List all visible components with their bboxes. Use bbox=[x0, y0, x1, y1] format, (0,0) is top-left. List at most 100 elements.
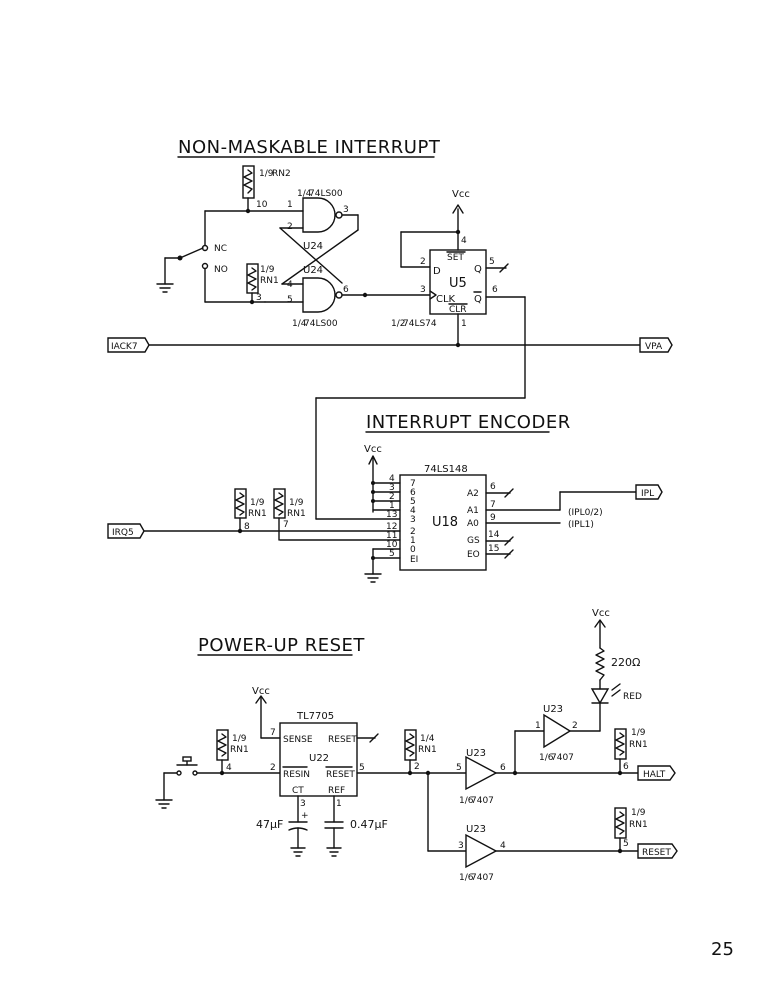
ground-symbol-encoder bbox=[364, 573, 382, 583]
junction-u5-vcc bbox=[455, 229, 461, 235]
buffer-u23-a-part: 7407 bbox=[471, 796, 494, 806]
flipflop-set: SET bbox=[447, 253, 464, 263]
encoder-input-wires bbox=[139, 482, 401, 575]
flipflop-clr: CLR bbox=[449, 305, 467, 315]
cap1-value: 47µF bbox=[256, 818, 283, 831]
supervisor-name: U22 bbox=[309, 753, 329, 764]
u5-vcc-label: Vcc bbox=[452, 189, 470, 200]
encoder-in-7: 7 bbox=[410, 479, 416, 489]
flipflop-part: 74LS74 bbox=[403, 319, 437, 329]
flipflop-clock-marker bbox=[429, 290, 437, 300]
u5-pin3: 3 bbox=[420, 285, 426, 295]
flipflop-d: D bbox=[433, 266, 441, 277]
resistor-rn1-enc-b bbox=[273, 488, 286, 541]
encoder-in-5: 5 bbox=[410, 497, 416, 507]
buffer-u23-c-in: 3 bbox=[458, 841, 464, 851]
led-red bbox=[590, 688, 610, 705]
iack7-connector bbox=[107, 337, 150, 353]
ipl02-label: (IPL0/2) bbox=[568, 508, 603, 518]
encoder-in-6: 6 bbox=[410, 488, 416, 498]
encoder-in-1: 1 bbox=[410, 536, 416, 546]
buffer-u23-c bbox=[465, 833, 498, 869]
buffer-u23-c-part: 7407 bbox=[471, 873, 494, 883]
led-label: RED bbox=[623, 692, 642, 702]
gate-bottom-pin5: 5 bbox=[287, 295, 293, 305]
buffer-u23-b-out: 2 bbox=[572, 721, 578, 731]
rn1-halt-fraction: 1/9 bbox=[631, 728, 646, 738]
buffer-u23-b-in: 1 bbox=[535, 721, 541, 731]
rn1-nmi-pin: 3 bbox=[256, 293, 262, 303]
rn1-enc-b-label: RN1 bbox=[287, 509, 306, 519]
supervisor-vcc-label: Vcc bbox=[252, 686, 270, 697]
encoder-pin-10: 10 bbox=[386, 540, 398, 550]
junction-enc-2 bbox=[371, 490, 375, 494]
ipl1-label: (IPL1) bbox=[568, 520, 594, 530]
led-ray-2 bbox=[611, 689, 621, 697]
supervisor-ct: CT bbox=[292, 786, 304, 796]
encoder-pin-1: 1 bbox=[389, 501, 395, 511]
reset-label: RESET bbox=[642, 848, 671, 858]
supervisor-resetn: RESET bbox=[326, 770, 355, 780]
gate-bottom-fraction: 1/4 bbox=[292, 319, 307, 329]
buffer-u23-a-in: 5 bbox=[456, 763, 462, 773]
irq5-connector bbox=[107, 523, 145, 539]
encoder-vcc-arrow bbox=[368, 455, 378, 465]
encoder-out-a1: A1 bbox=[467, 506, 479, 516]
junction-gate-out bbox=[362, 292, 368, 298]
resistor-rn1-reset bbox=[614, 807, 627, 852]
encoder-pin-4: 4 bbox=[389, 474, 395, 484]
ground-symbol-cap1 bbox=[290, 847, 306, 857]
rn1-mid-label: RN1 bbox=[418, 745, 437, 755]
u5-vcc-arrow bbox=[452, 204, 464, 214]
gate-bottom-pin4: 4 bbox=[287, 280, 293, 290]
halt-connector bbox=[637, 765, 676, 781]
irq5-label: IRQ5 bbox=[112, 528, 134, 538]
nmi-switch[interactable] bbox=[164, 244, 209, 285]
gate-top-name: U24 bbox=[303, 241, 323, 252]
supervisor-u22 bbox=[279, 722, 358, 797]
junction-rn2 bbox=[245, 208, 251, 214]
junction-irq5 bbox=[237, 528, 243, 534]
nand-bottom-bubble bbox=[335, 291, 343, 299]
resistor-rn1-mid bbox=[404, 729, 417, 774]
buffer-u23-b-name: U23 bbox=[543, 704, 563, 715]
buffer-u23-b bbox=[543, 713, 572, 749]
rn1-mid-fraction: 1/4 bbox=[420, 734, 435, 744]
encoder-out-eo: EO bbox=[467, 550, 480, 560]
cap2-value: 0.47µF bbox=[350, 818, 388, 831]
encoder-output-wires bbox=[485, 488, 637, 559]
encoder-outpin-6: 6 bbox=[490, 482, 496, 492]
resistor-rn1-nmi bbox=[246, 263, 259, 303]
ground-symbol-nmi bbox=[156, 283, 174, 293]
gate-top-pin1: 1 bbox=[287, 200, 293, 210]
rn1-nmi-label: RN1 bbox=[260, 276, 279, 286]
iack7-label: IACK7 bbox=[111, 342, 138, 352]
reset-pushbutton[interactable] bbox=[163, 756, 281, 801]
encoder-pin-13: 13 bbox=[386, 510, 397, 520]
rn1-button-label: RN1 bbox=[230, 745, 249, 755]
flipflop-qn: Q bbox=[474, 294, 482, 305]
encoder-in-3: 3 bbox=[410, 515, 416, 525]
rn1-enc-b-pin: 7 bbox=[283, 520, 289, 530]
encoder-pin-11: 11 bbox=[386, 531, 397, 541]
junction-enc-4 bbox=[371, 556, 375, 560]
gate-bottom-part: 74LS00 bbox=[304, 319, 338, 329]
rn1-reset-label: RN1 bbox=[629, 820, 648, 830]
encoder-outpin-14: 14 bbox=[488, 530, 500, 540]
title-nmi: NON-MASKABLE INTERRUPT bbox=[178, 137, 441, 158]
supervisor-sense: SENSE bbox=[283, 735, 313, 745]
encoder-outpin-7: 7 bbox=[490, 500, 496, 510]
rn1-enc-b-fraction: 1/9 bbox=[289, 498, 304, 508]
flipflop-clk: CLK bbox=[436, 294, 456, 305]
rn1-halt-pin: 6 bbox=[623, 762, 629, 772]
junction-enc-3 bbox=[371, 499, 375, 503]
flipflop-fraction: 1/2 bbox=[391, 319, 405, 329]
encoder-u18 bbox=[399, 474, 487, 571]
junction-clr bbox=[455, 342, 461, 348]
rn2-fraction: 1/9 bbox=[259, 169, 274, 179]
u5-q-noconnect bbox=[499, 263, 509, 273]
rn1-enc-a-pin: 8 bbox=[244, 522, 250, 532]
buffer-u23-a-name: U23 bbox=[466, 748, 486, 759]
rn1-reset-pin: 5 bbox=[623, 839, 629, 849]
